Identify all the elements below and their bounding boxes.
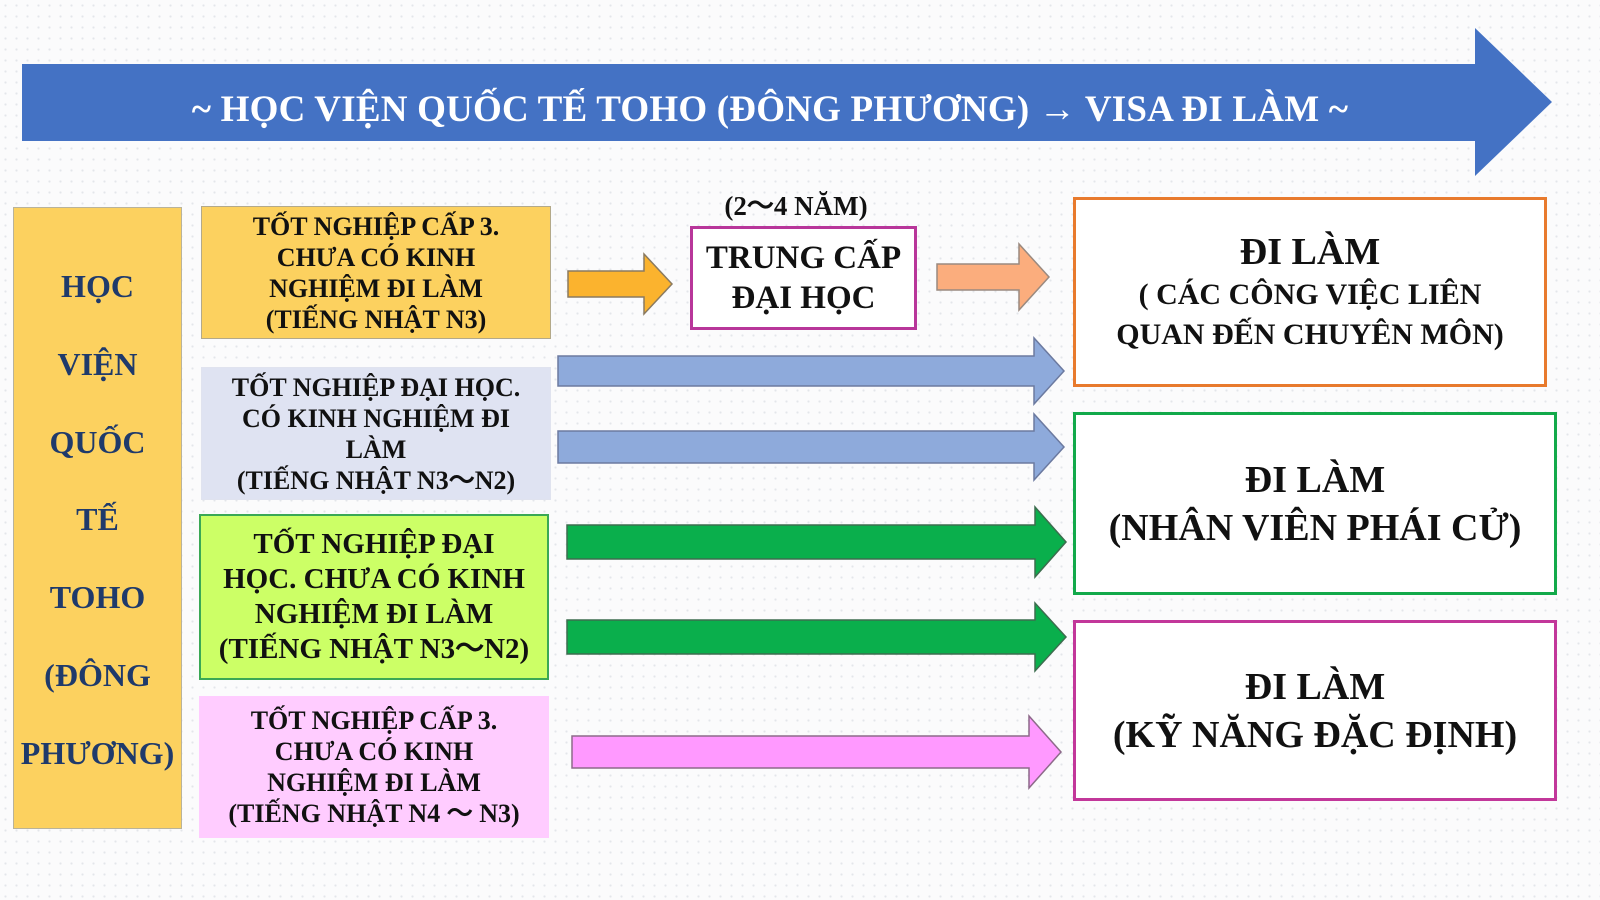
destination-specified-skill: ĐI LÀM (KỸ NĂNG ĐẶC ĐỊNH) xyxy=(1073,620,1557,801)
destination-line: (NHÂN VIÊN PHÁI CỬ) xyxy=(1108,506,1522,549)
school-name-column: HỌC VIỆN QUỐC TẾ TOHO (ĐÔNG PHƯƠNG) xyxy=(13,207,182,829)
school-name-line: QUỐC xyxy=(49,423,146,460)
source-highschool-n3: TỐT NGHIỆP CẤP 3. CHƯA CÓ KINH NGHIỆM ĐI… xyxy=(201,206,551,339)
destination-line: (KỸ NĂNG ĐẶC ĐỊNH) xyxy=(1112,713,1518,756)
banner-arrow xyxy=(22,28,1552,176)
source-line: (TIẾNG NHẬT N3〜N2) xyxy=(218,633,530,665)
source-line: CHƯA CÓ KINH xyxy=(276,242,476,272)
source-highschool-n4: TỐT NGHIỆP CẤP 3. CHƯA CÓ KINH NGHIỆM ĐI… xyxy=(199,696,549,838)
source-line: NGHIỆM ĐI LÀM xyxy=(269,273,483,303)
banner-title: ~ HỌC VIỆN QUỐC TẾ TOHO (ĐÔNG PHƯƠNG) → … xyxy=(191,88,1349,130)
source-line: TỐT NGHIỆP CẤP 3. xyxy=(252,211,500,241)
arrow-university-to-dispatch xyxy=(557,412,1066,482)
intermediate-school-box: TRUNG CẤP ĐẠI HỌC xyxy=(690,226,917,330)
arrow-university-to-specialist xyxy=(557,336,1066,406)
destination-dispatch-staff: ĐI LÀM (NHÂN VIÊN PHÁI CỬ) xyxy=(1073,412,1557,595)
destination-line: ( CÁC CÔNG VIỆC LIÊN xyxy=(1138,278,1482,311)
source-line: HỌC. CHƯA CÓ KINH xyxy=(223,563,525,595)
school-name-line: (ĐÔNG xyxy=(44,656,151,693)
source-line: TỐT NGHIỆP ĐẠI HỌC. xyxy=(231,372,521,402)
source-line: (TIẾNG NHẬT N3〜N2) xyxy=(236,465,516,495)
source-line: NGHIỆM ĐI LÀM xyxy=(267,768,481,797)
school-name-line: TOHO xyxy=(49,579,146,616)
arrow-to-intermediate xyxy=(567,252,674,316)
source-line: (TIẾNG NHẬT N4 〜 N3) xyxy=(228,799,520,828)
destination-title: ĐI LÀM xyxy=(1244,665,1386,708)
source-line: NGHIỆM ĐI LÀM xyxy=(254,598,494,630)
destination-title: ĐI LÀM xyxy=(1244,458,1386,501)
source-university-no-experience: TỐT NGHIỆP ĐẠI HỌC. CHƯA CÓ KINH NGHIỆM … xyxy=(199,514,549,680)
destination-title: ĐI LÀM xyxy=(1239,231,1381,273)
school-name-line: HỌC xyxy=(61,268,134,305)
arrow-highschool-to-specified-skill xyxy=(571,714,1063,790)
source-line: CHƯA CÓ KINH xyxy=(274,737,474,766)
destination-line: QUAN ĐẾN CHUYÊN MÔN) xyxy=(1116,318,1504,351)
school-name-line: PHƯƠNG) xyxy=(20,734,175,771)
intermediate-line: TRUNG CẤP xyxy=(705,240,902,276)
arrow-graduate-to-dispatch xyxy=(566,505,1068,579)
source-line: TỐT NGHIỆP CẤP 3. xyxy=(250,706,498,735)
duration-label: (2〜4 NĂM) xyxy=(724,190,868,221)
school-name-line: TẾ xyxy=(76,501,119,538)
school-name-line: VIỆN xyxy=(57,346,138,383)
source-line: (TIẾNG NHẬT N3) xyxy=(265,304,487,334)
arrow-intermediate-to-specialist xyxy=(936,242,1051,312)
source-line: TỐT NGHIỆP ĐẠI xyxy=(253,528,495,560)
source-line: CÓ KINH NGHIỆM ĐI xyxy=(242,403,510,433)
destination-specialist-work: ĐI LÀM ( CÁC CÔNG VIỆC LIÊN QUAN ĐẾN CHU… xyxy=(1073,197,1547,387)
source-line: LÀM xyxy=(345,434,407,464)
intermediate-line: ĐẠI HỌC xyxy=(731,280,876,316)
arrow-graduate-to-specified-skill xyxy=(566,601,1068,673)
source-university-experienced: TỐT NGHIỆP ĐẠI HỌC. CÓ KINH NGHIỆM ĐI LÀ… xyxy=(201,367,551,500)
